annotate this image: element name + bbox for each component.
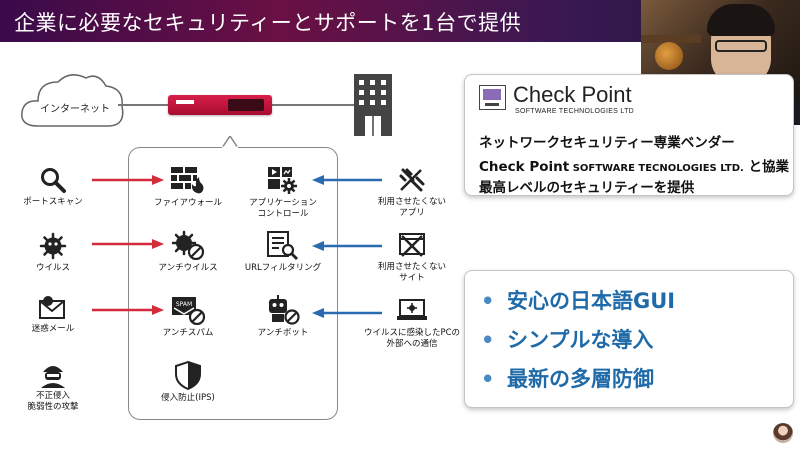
outbound-label: ウイルスに感染したPCの 外部への通信 bbox=[363, 328, 461, 349]
feature-highlight: • 最新の多層防御 bbox=[481, 363, 654, 393]
background-shelf bbox=[641, 35, 701, 43]
slide-title: 企業に必要なセキュリティーとサポートを1台で提供 bbox=[14, 11, 522, 35]
infected-pc-icon bbox=[397, 299, 427, 320]
threat-label: 迷惑メール bbox=[31, 324, 75, 334]
outbound-arrow bbox=[312, 308, 382, 318]
presenter-hair bbox=[707, 4, 775, 36]
outbound-infected-pc: ウイルスに感染したPCの 外部への通信 bbox=[356, 297, 468, 349]
anti-spam-icon: SPAM bbox=[172, 297, 206, 325]
feature-text: 最新の多層防御 bbox=[507, 367, 654, 391]
logo-base bbox=[485, 103, 499, 106]
outbound-app: 利用させたくない アプリ bbox=[362, 166, 462, 218]
internet-label: インターネット bbox=[40, 104, 110, 115]
firewall-icon bbox=[171, 167, 204, 194]
anti-virus-icon bbox=[171, 230, 205, 260]
feature-label: アンチボット bbox=[257, 328, 309, 338]
frame-notch bbox=[222, 136, 238, 148]
outbound-arrow bbox=[312, 241, 382, 251]
bullet: • bbox=[481, 289, 495, 313]
feature-url-filter: URLフィルタリング bbox=[238, 230, 328, 274]
feature-app-control: アプリケーション コントロール bbox=[238, 165, 328, 219]
bullet: • bbox=[481, 367, 495, 391]
inbound-arrow bbox=[92, 175, 164, 185]
appliance-brand-mark bbox=[176, 100, 194, 104]
cloud-icon bbox=[21, 74, 124, 127]
blocked-app-icon bbox=[399, 168, 425, 192]
feature-text: シンプルな導入 bbox=[507, 328, 654, 352]
feature-firewall: ファイアウォール bbox=[146, 165, 230, 209]
checkpoint-brand: Check Point bbox=[513, 82, 632, 107]
checkpoint-subtitle: SOFTWARE TECHNOLOGIES LTD bbox=[515, 108, 634, 115]
anti-bot-icon bbox=[269, 295, 300, 325]
hacker-icon bbox=[41, 366, 65, 388]
url-filter-icon bbox=[267, 231, 298, 260]
threat-label: ウイルス bbox=[35, 263, 70, 273]
office-building-icon bbox=[354, 74, 392, 136]
bullet: • bbox=[481, 328, 495, 352]
outbound-label: 利用させたくない アプリ bbox=[377, 197, 446, 218]
feature-label: 侵入防止(IPS) bbox=[161, 393, 215, 403]
threat-label: 不正侵入 脆弱性の攻撃 bbox=[27, 391, 79, 412]
shield-icon bbox=[175, 360, 201, 390]
spam-mail-icon bbox=[39, 296, 65, 319]
utm-appliance bbox=[168, 95, 272, 115]
feature-ips: 侵入防止(IPS) bbox=[146, 360, 230, 404]
checkpoint-line-3: 最高レベルのセキュリティーを提供 bbox=[479, 180, 695, 196]
feature-label: アンチウイルス bbox=[158, 263, 218, 273]
feature-anti-bot: アンチボット bbox=[238, 295, 328, 339]
feature-label: アンチスパム bbox=[162, 328, 214, 338]
line2-rest: と協業 bbox=[743, 159, 790, 175]
feature-highlight: • 安心の日本語GUI bbox=[481, 285, 675, 315]
feature-anti-spam: SPAM アンチスパム bbox=[146, 295, 230, 339]
threat-intrusion: 不正侵入 脆弱性の攻撃 bbox=[14, 360, 92, 412]
line2-brand: Check Point bbox=[479, 159, 570, 175]
outbound-site: 利用させたくない サイト bbox=[362, 231, 462, 283]
presenter-glasses bbox=[715, 40, 767, 52]
feature-label: ファイアウォール bbox=[153, 198, 222, 208]
feature-anti-virus: アンチウイルス bbox=[146, 230, 230, 274]
participant-avatar[interactable] bbox=[773, 423, 793, 443]
threat-virus: ウイルス bbox=[18, 232, 88, 274]
background-globe bbox=[655, 42, 683, 70]
inbound-arrow bbox=[92, 239, 164, 249]
line2-company: SOFTWARE TECNOLOGIES LTD. bbox=[569, 163, 744, 174]
feature-highlights-card: • 安心の日本語GUI • シンプルな導入 • 最新の多層防御 bbox=[464, 270, 794, 408]
blocked-site-icon bbox=[399, 233, 425, 257]
appliance-panel bbox=[228, 99, 264, 111]
outbound-arrow bbox=[312, 175, 382, 185]
threat-spam-mail: 迷惑メール bbox=[18, 295, 88, 335]
checkpoint-line-2: Check Point SOFTWARE TECNOLOGIES LTD. と協… bbox=[479, 155, 789, 175]
threat-label: ポートスキャン bbox=[23, 197, 83, 207]
checkpoint-logo-icon bbox=[479, 85, 506, 110]
app-control-icon bbox=[268, 167, 297, 194]
feature-label: アプリケーション コントロール bbox=[249, 198, 317, 219]
checkpoint-card: Check Point SOFTWARE TECHNOLOGIES LTD ネッ… bbox=[464, 74, 794, 196]
outbound-label: 利用させたくない サイト bbox=[377, 262, 446, 283]
virus-icon bbox=[39, 232, 67, 260]
magnifier-icon bbox=[41, 168, 66, 193]
checkpoint-line-1: ネットワークセキュリティー専業ベンダー bbox=[479, 135, 735, 151]
logo-screen bbox=[483, 89, 501, 100]
feature-highlight: • シンプルな導入 bbox=[481, 324, 653, 354]
inbound-arrow bbox=[92, 305, 164, 315]
threat-port-scan: ポートスキャン bbox=[18, 166, 88, 208]
spam-tag: SPAM bbox=[176, 301, 192, 308]
feature-text: 安心の日本語GUI bbox=[507, 289, 676, 313]
feature-label: URLフィルタリング bbox=[244, 263, 322, 273]
